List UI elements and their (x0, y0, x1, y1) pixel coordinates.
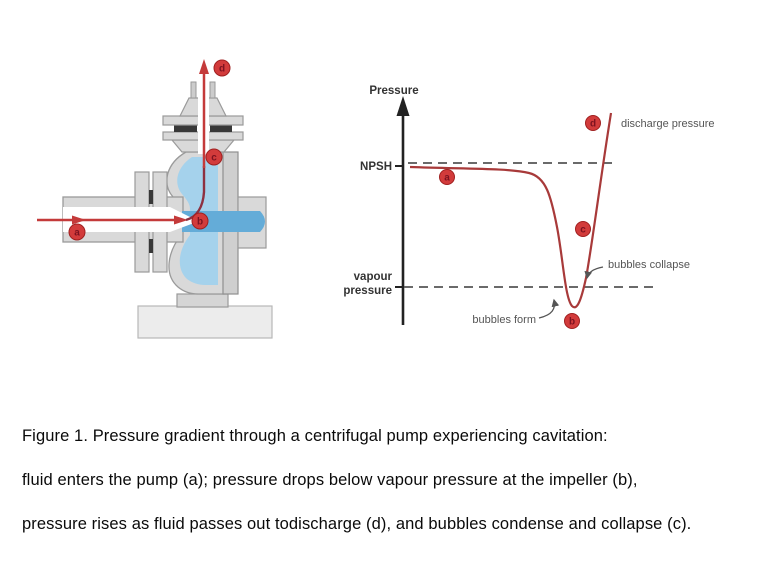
caption-line-2: fluid enters the pump (a); pressure drop… (22, 471, 638, 489)
pump-schematic: a b c d (37, 59, 273, 339)
discharge-pipe-wall-right (209, 81, 216, 99)
flow-arrow-inlet (37, 215, 188, 225)
pump-marker-a-label: a (74, 228, 80, 239)
caption-line-3: pressure rises as fluid passes out todis… (22, 515, 692, 533)
pump-marker-c: c (205, 148, 223, 166)
npsh-label: NPSH (360, 161, 392, 173)
graph-marker-b: b (564, 313, 580, 329)
graph-marker-d: d (585, 115, 601, 131)
annotation-bubbles-collapse: bubbles collapse (608, 259, 690, 271)
pump-marker-d: d (213, 59, 231, 77)
pump-pedestal (176, 293, 229, 308)
graph-marker-c-label: c (580, 225, 586, 236)
bubbles-collapse-arrow (584, 266, 604, 280)
graph-marker-b-label: b (569, 317, 575, 328)
discharge-pipe-wall-left (190, 81, 197, 99)
annotation-bubbles-form: bubbles form (472, 314, 536, 326)
pressure-graph: Pressure NPSH vapour pressure discharge … (343, 85, 715, 329)
graph-marker-c: c (575, 221, 591, 237)
graph-marker-a-label: a (444, 173, 450, 184)
pump-marker-b-label: b (197, 217, 203, 228)
suction-gasket-bottom (149, 239, 153, 253)
vapour-pressure-label-line2: pressure (343, 285, 392, 297)
pressure-axis-title: Pressure (369, 85, 418, 97)
flow-arrow-through-pump (185, 166, 206, 222)
discharge-gasket-left (174, 125, 197, 132)
pump-base-slab (137, 305, 273, 339)
pressure-axis (396, 96, 410, 325)
pump-marker-b: b (191, 212, 209, 230)
pump-marker-c-label: c (211, 153, 217, 164)
annotation-discharge-pressure: discharge pressure (621, 118, 715, 130)
graph-marker-d-label: d (590, 119, 596, 130)
figure-caption: Figure 1. Pressure gradient through a ce… (22, 414, 752, 546)
caption-line-1: Figure 1. Pressure gradient through a ce… (22, 427, 608, 445)
pump-marker-a: a (68, 223, 86, 241)
pressure-curve (409, 112, 613, 309)
flow-arrow-outlet (199, 59, 209, 168)
vapour-pressure-label-line1: vapour (354, 271, 393, 283)
pump-marker-d-label: d (219, 64, 225, 75)
bubbles-form-arrow (538, 298, 560, 319)
suction-gasket-top (149, 190, 153, 204)
discharge-gasket-right (210, 125, 232, 132)
axis-arrow-icon (396, 96, 410, 116)
graph-marker-a: a (439, 169, 455, 185)
